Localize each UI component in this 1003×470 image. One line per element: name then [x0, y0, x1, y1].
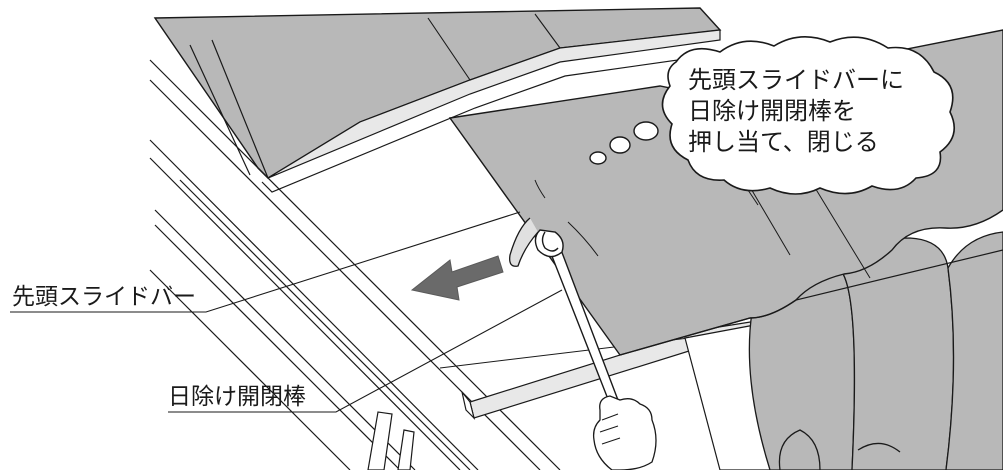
callout-line-2: 日除け開閉棒を: [688, 97, 856, 125]
close-direction-arrow-icon: [410, 255, 504, 301]
upper-rail-lip: [261, 53, 721, 193]
thought-dots: [589, 121, 659, 165]
slide-bar-leader: [10, 211, 521, 313]
rod-leader: [168, 289, 563, 413]
folded-awning: [748, 231, 1003, 470]
upper-rail: [257, 29, 721, 179]
lower-posts: [367, 411, 415, 470]
leader-lines: [10, 211, 563, 413]
panel-seam-2: [534, 13, 561, 49]
label-slide-bar: 先頭スライドバー: [12, 284, 196, 310]
slide-bar-tab: [509, 217, 539, 267]
callout-line-1: 先頭スライドバーに: [688, 66, 904, 94]
label-rod: 日除け開閉棒: [168, 384, 306, 410]
frame-beams: [149, 39, 561, 470]
lower-rail-edge: [461, 391, 476, 420]
hand: [592, 395, 657, 470]
callout-line-3: 押し当て、閉じる: [688, 128, 879, 156]
panel-front-edge: [619, 249, 1003, 356]
panel-seam-1: [427, 17, 471, 81]
callout-bubble: [661, 36, 956, 195]
opener-rod: [534, 229, 633, 441]
